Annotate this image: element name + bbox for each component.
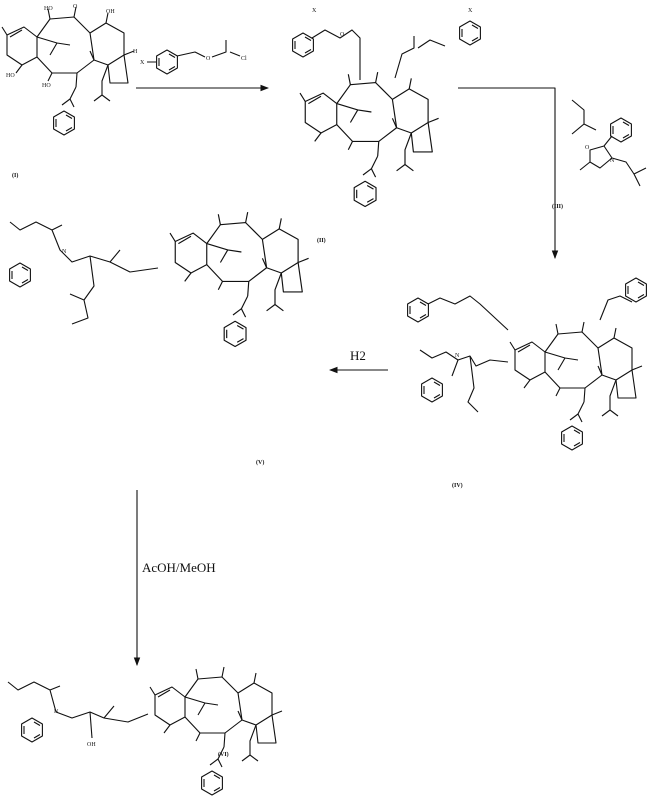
atom-x: X bbox=[312, 8, 317, 14]
atom-n: N bbox=[610, 158, 615, 164]
atom-x: X bbox=[468, 8, 473, 14]
reagent-h2: H2 bbox=[350, 348, 366, 363]
arrow-step2 bbox=[458, 87, 559, 260]
compound-I: HO O OH HO HO H (I) bbox=[2, 4, 138, 179]
atom-o: O bbox=[340, 32, 345, 38]
atom-o: O bbox=[73, 4, 78, 10]
atom-h: H bbox=[133, 49, 138, 55]
compound-V: N (V) bbox=[9, 212, 309, 466]
atom-ho: HO bbox=[42, 83, 51, 89]
compound-IV: N (IV) bbox=[407, 277, 647, 489]
compound-label-IV: (IV) bbox=[452, 482, 463, 489]
atom-n: N bbox=[54, 709, 59, 715]
atom-ho: HO bbox=[6, 73, 15, 79]
compound-III: O N (III) bbox=[552, 99, 647, 210]
atom-n: N bbox=[62, 249, 67, 255]
atom-oh: OH bbox=[106, 9, 115, 15]
atom-o: O bbox=[206, 56, 211, 62]
compound-VI: N OH (VI) bbox=[7, 667, 282, 795]
reagent-acoh-meoh: AcOH/MeOH bbox=[142, 560, 216, 575]
atom-n: N bbox=[455, 353, 460, 359]
compound-label-V: (V) bbox=[256, 459, 264, 466]
compound-label-VI: (VI) bbox=[218, 751, 229, 758]
compound-label-III: (III) bbox=[552, 203, 563, 210]
atom-cl: Cl bbox=[241, 56, 247, 62]
atom-x: X bbox=[140, 60, 145, 66]
atom-ho: HO bbox=[44, 6, 53, 12]
compound-II: O X X (II) bbox=[292, 8, 481, 244]
compound-label-II: (II) bbox=[317, 237, 326, 244]
atom-o: O bbox=[585, 145, 590, 151]
compound-label-I: (I) bbox=[12, 172, 18, 179]
reagent-benzyl-chloroformate: X O Cl bbox=[140, 40, 247, 75]
atom-oh: OH bbox=[87, 742, 96, 748]
